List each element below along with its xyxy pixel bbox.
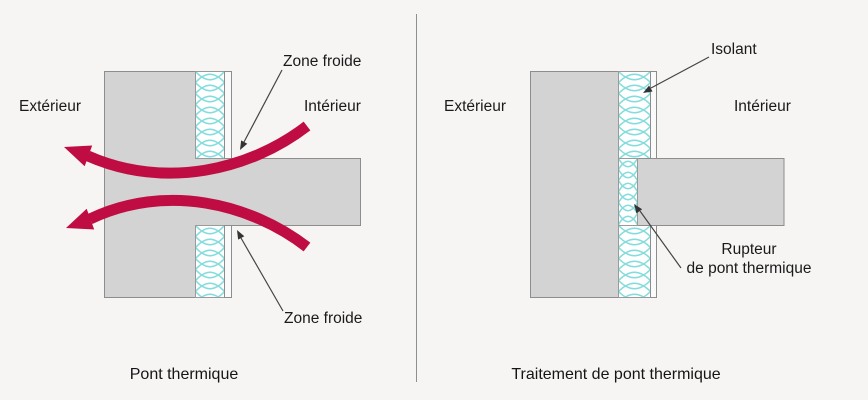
- heat-flow-arrow-bottom: [66, 194, 311, 252]
- right-exterior-label: Extérieur: [444, 98, 507, 115]
- cold-zone-bottom-leader: [237, 230, 284, 312]
- left-insulation-lower: [195, 225, 225, 298]
- insulation-label: Isolant: [711, 41, 757, 58]
- right-insulation-upper: [618, 71, 651, 159]
- right-caption: Traitement de pont thermique: [511, 366, 721, 383]
- breaker-label-line2: de pont thermique: [686, 260, 812, 277]
- left-lining-lower: [224, 225, 232, 298]
- cold-zone-top-label: Zone froide: [283, 53, 362, 70]
- cold-zone-top-leader: [240, 69, 283, 150]
- cold-zone-bottom-label: Zone froide: [284, 310, 363, 327]
- left-exterior-label: Extérieur: [19, 98, 82, 115]
- heat-flow-arrow-top: [64, 121, 311, 179]
- breaker-leader: [634, 204, 682, 269]
- right-lining-lower: [650, 225, 657, 298]
- right-interior-label: Intérieur: [734, 98, 791, 115]
- right-floor-slab: [637, 158, 785, 226]
- left-insulation-upper: [195, 71, 225, 159]
- left-interior-label: Intérieur: [304, 98, 361, 115]
- right-lining-upper: [650, 71, 657, 159]
- left-caption: Pont thermique: [129, 366, 239, 383]
- insulation-leader: [643, 56, 710, 93]
- breaker-label-line1: Rupteur: [721, 241, 777, 258]
- right-insulation-lower: [618, 225, 651, 298]
- left-lining-upper: [224, 71, 232, 159]
- thermal-bridge-breaker: [618, 158, 638, 226]
- breaker-label: Rupteur de pont thermique: [687, 240, 812, 278]
